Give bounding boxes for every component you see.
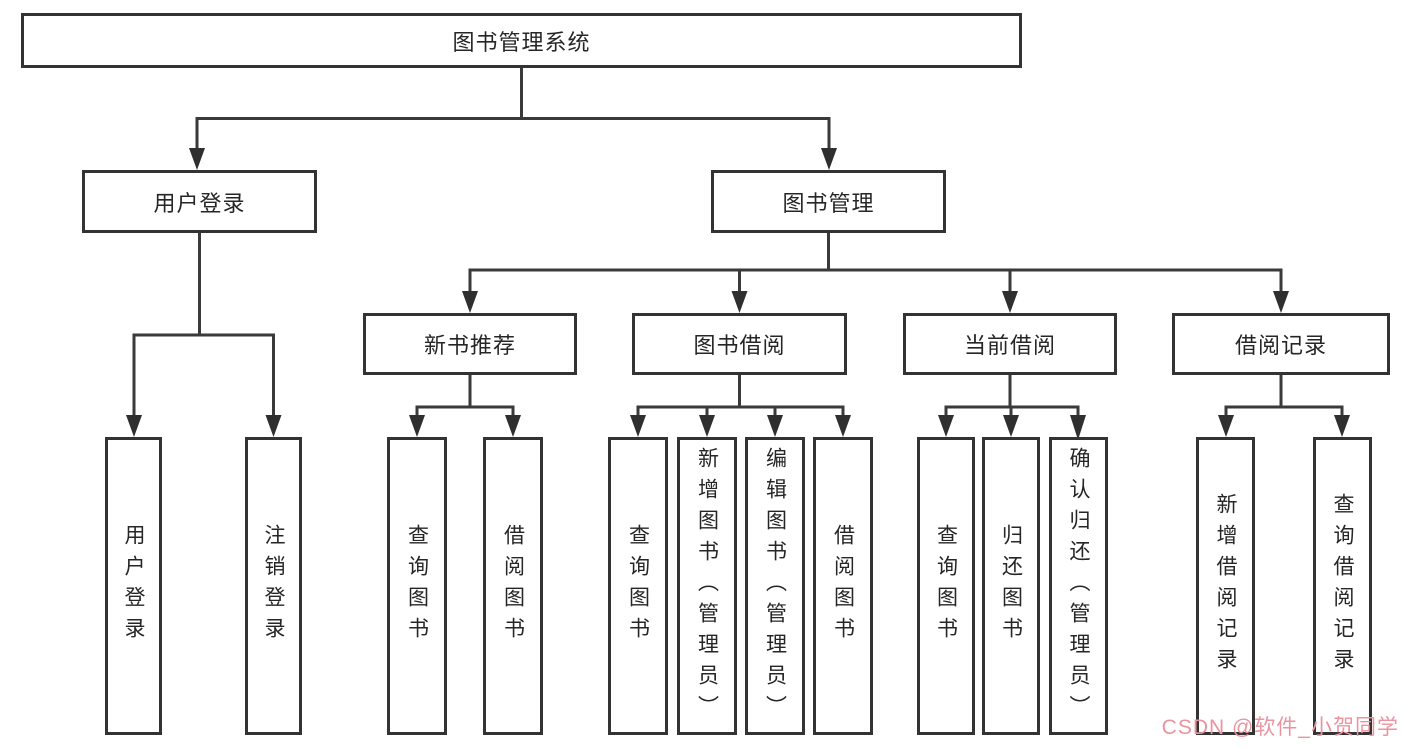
node-book-management: 图书管理	[711, 170, 946, 233]
leaf-return-books: 归还图书	[982, 437, 1040, 735]
leaf-add-books-admin: 新增图书（管理员）	[677, 437, 737, 735]
node-label: 图书管理系统	[452, 29, 591, 55]
leaf-query-borrow-record: 查询借阅记录	[1313, 437, 1372, 735]
node-label: 用户登录	[153, 190, 246, 216]
node-current-borrowing: 当前借阅	[903, 313, 1117, 375]
node-label: 新书推荐	[423, 333, 516, 358]
leaf-add-borrow-record: 新增借阅记录	[1196, 437, 1255, 735]
watermark: CSDN @软件_小贺同学	[1161, 716, 1399, 739]
leaf-label: 用户登录	[122, 524, 145, 648]
node-new-book-recommend: 新书推荐	[363, 313, 577, 375]
node-user-login: 用户登录	[82, 170, 317, 233]
leaf-label: 注销登录	[262, 524, 285, 648]
leaf-logout: 注销登录	[245, 437, 302, 735]
leaf-label: 归还图书	[999, 524, 1023, 648]
leaf-label: 查询图书	[626, 524, 650, 648]
node-label: 借阅记录	[1234, 333, 1327, 358]
node-book-management-system: 图书管理系统	[21, 13, 1022, 68]
node-label: 图书管理	[782, 190, 875, 216]
leaf-label: 新增图书（管理员）	[695, 446, 719, 726]
arrowhead-icons	[126, 148, 1350, 440]
leaf-query-books: 查询图书	[608, 437, 668, 735]
leaf-edit-books-admin: 编辑图书（管理员）	[745, 437, 805, 735]
leaf-label: 查询借阅记录	[1331, 493, 1354, 679]
node-label: 当前借阅	[963, 333, 1056, 358]
leaf-label: 编辑图书（管理员）	[763, 446, 787, 726]
leaf-query-books: 查询图书	[917, 437, 975, 735]
leaf-label: 查询图书	[405, 524, 429, 648]
leaf-label: 查询图书	[934, 524, 958, 648]
leaf-label: 借阅图书	[831, 524, 855, 648]
leaf-label: 借阅图书	[501, 524, 525, 648]
leaf-confirm-return-admin: 确认归还（管理员）	[1049, 437, 1108, 735]
leaf-borrow-books: 借阅图书	[813, 437, 873, 735]
leaf-label: 新增借阅记录	[1214, 493, 1237, 679]
leaf-label: 确认归还（管理员）	[1067, 446, 1090, 726]
leaf-borrow-books: 借阅图书	[483, 437, 543, 735]
node-label: 图书借阅	[693, 333, 786, 358]
leaf-user-login: 用户登录	[105, 437, 162, 735]
leaf-query-books: 查询图书	[387, 437, 447, 735]
node-book-borrowing: 图书借阅	[632, 313, 847, 375]
node-borrowing-records: 借阅记录	[1172, 313, 1390, 375]
